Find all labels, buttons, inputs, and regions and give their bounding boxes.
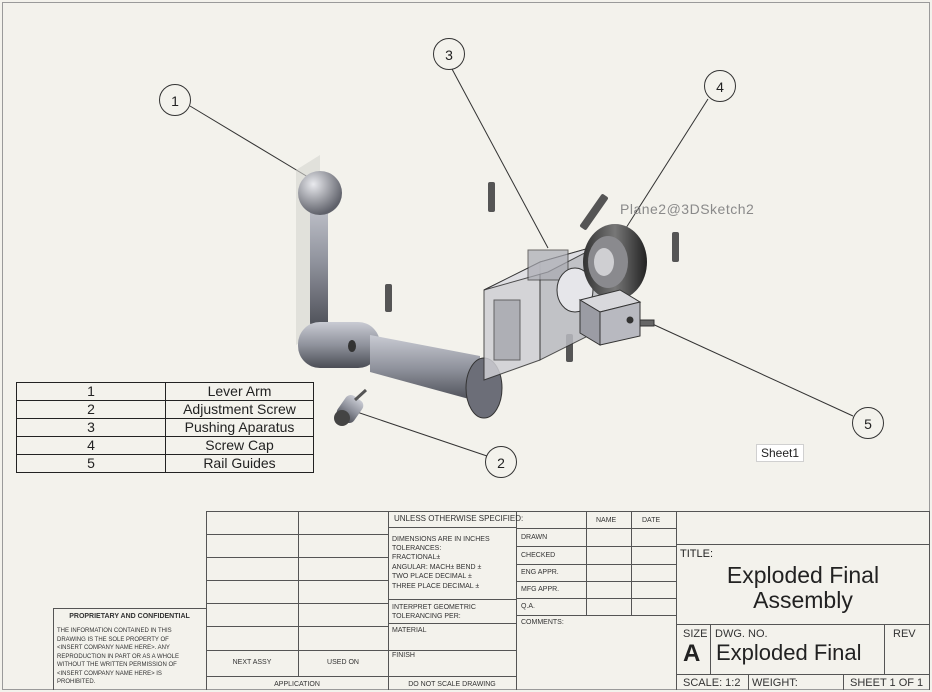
- sheet-tab[interactable]: Sheet1: [756, 444, 805, 462]
- three-place-tolerance: THREE PLACE DECIMAL ±: [392, 583, 480, 590]
- table-row[interactable]: 1 Lever Arm: [16, 382, 314, 401]
- comments-label: COMMENTS:: [521, 619, 564, 626]
- table-row[interactable]: 5 Rail Guides: [16, 454, 314, 473]
- used-on-label: USED ON: [327, 659, 359, 666]
- rev-label: REV: [893, 628, 916, 640]
- finish-label: FINISH: [392, 652, 415, 659]
- checked-label: CHECKED: [521, 552, 556, 559]
- bom-part-name: Adjustment Screw: [165, 400, 314, 419]
- proprietary-notice: THE INFORMATION CONTAINED IN THIS DRAWIN…: [57, 628, 180, 685]
- bom-item-number: 1: [16, 382, 166, 401]
- balloon-5[interactable]: 5: [852, 407, 884, 439]
- drawing-title-line2: Assembly: [753, 587, 853, 613]
- bom-item-number: 3: [16, 418, 166, 437]
- application-label: APPLICATION: [274, 681, 320, 688]
- table-row[interactable]: 3 Pushing Aparatus: [16, 418, 314, 437]
- adjustment-screw-part: [334, 388, 368, 426]
- dims-note: DIMENSIONS ARE IN INCHES: [392, 536, 490, 543]
- bom-part-name: Screw Cap: [165, 436, 314, 455]
- bill-of-materials-table[interactable]: 1 Lever Arm 2 Adjustment Screw 3 Pushing…: [16, 382, 314, 473]
- angular-tolerance: ANGULAR: MACH± BEND ±: [392, 564, 482, 571]
- table-row[interactable]: 4 Screw Cap: [16, 436, 314, 455]
- title-label: TITLE:: [680, 548, 714, 560]
- scale-label: SCALE: 1:2: [683, 677, 741, 689]
- lever-arm-part: [296, 155, 503, 419]
- size-value: A: [683, 640, 701, 667]
- screw-cap-part: [583, 224, 647, 300]
- size-label: SIZE: [683, 628, 708, 640]
- table-row[interactable]: 2 Adjustment Screw: [16, 400, 314, 419]
- bom-item-number: 5: [16, 454, 166, 473]
- unless-specified: UNLESS OTHERWISE SPECIFIED:: [394, 514, 524, 523]
- bom-part-name: Rail Guides: [165, 454, 314, 473]
- proprietary-title: PROPRIETARY AND CONFIDENTIAL: [69, 613, 190, 620]
- dwg-no-value: Exploded Final: [716, 640, 862, 665]
- mfg-appr-label: MFG APPR.: [521, 586, 560, 593]
- rail-guide-part: [578, 289, 655, 346]
- weight-label: WEIGHT:: [752, 677, 798, 689]
- fractional-tolerance: FRACTIONAL±: [392, 554, 441, 561]
- eng-appr-label: ENG APPR.: [521, 569, 559, 576]
- name-column-header: NAME: [596, 517, 617, 524]
- balloon-1[interactable]: 1: [159, 84, 191, 116]
- balloon-3[interactable]: 3: [433, 38, 465, 70]
- bom-part-name: Pushing Aparatus: [165, 418, 314, 437]
- qa-label: Q.A.: [521, 603, 536, 610]
- bom-item-number: 4: [16, 436, 166, 455]
- sheet-number: SHEET 1 OF 1: [850, 677, 924, 689]
- sketch-plane-label: Plane2@3DSketch2: [620, 201, 755, 217]
- date-column-header: DATE: [642, 517, 661, 524]
- bom-item-number: 2: [16, 400, 166, 419]
- drawn-label: DRAWN: [521, 534, 548, 541]
- do-not-scale-label: DO NOT SCALE DRAWING: [408, 681, 496, 688]
- dwg-no-label: DWG. NO.: [715, 628, 768, 640]
- interpret-geometric: INTERPRET GEOMETRIC: [392, 604, 476, 611]
- balloon-2[interactable]: 2: [485, 446, 517, 478]
- drawing-title-line1: Exploded Final: [726, 562, 880, 588]
- balloon-4[interactable]: 4: [704, 70, 736, 102]
- leader-lines: [189, 68, 854, 457]
- next-assy-label: NEXT ASSY: [232, 659, 272, 666]
- bom-part-name: Lever Arm: [165, 382, 314, 401]
- two-place-tolerance: TWO PLACE DECIMAL ±: [392, 573, 472, 580]
- tolerances-label: TOLERANCES:: [392, 545, 442, 552]
- tolerancing-per: TOLERANCING PER:: [392, 613, 461, 620]
- material-label: MATERIAL: [392, 627, 427, 634]
